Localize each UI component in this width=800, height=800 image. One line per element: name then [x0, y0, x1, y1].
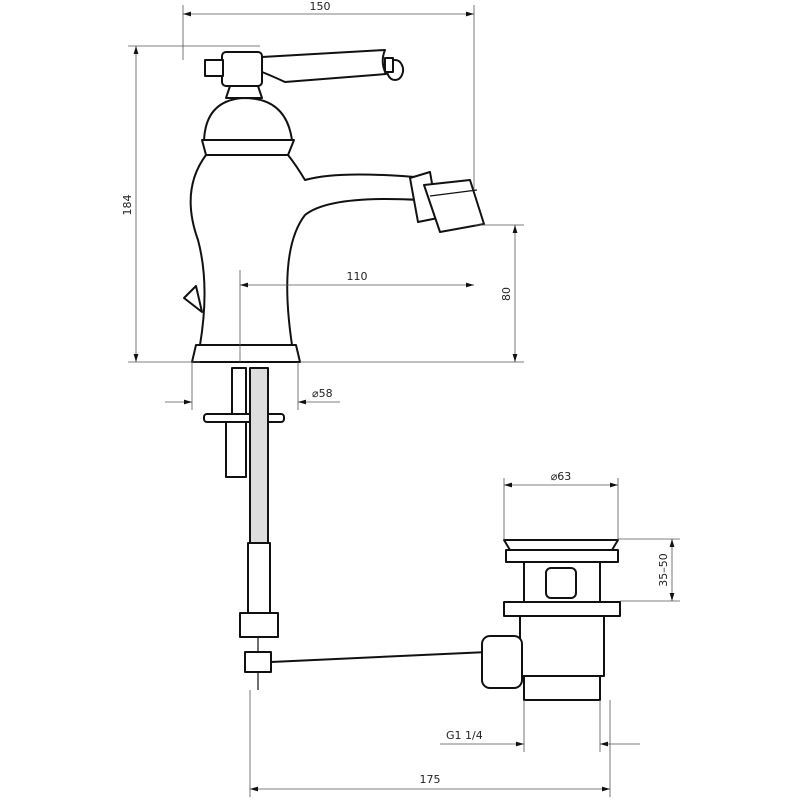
- dim-waste-thread: G1 1/4: [446, 729, 483, 742]
- dim-overall-height: 184: [121, 195, 134, 216]
- base-plate: [191, 344, 301, 363]
- aerator-head: [423, 179, 485, 233]
- dim-overall-width: 150: [310, 0, 331, 13]
- plug-stem: [545, 567, 577, 599]
- waste-thread: [523, 675, 601, 701]
- aerator-line: [429, 189, 478, 197]
- rod-housing-nut: [481, 635, 523, 689]
- pop-up-rod: [225, 421, 247, 478]
- dim-waste-diameter: ⌀63: [551, 470, 572, 483]
- under-deck-parts: [203, 367, 489, 690]
- lever-handle: [261, 49, 387, 83]
- faucet: [183, 49, 485, 363]
- dim-rod-length: 175: [420, 773, 441, 786]
- threaded-stud: [231, 367, 247, 419]
- dimension-lines: [128, 5, 680, 797]
- dim-spout-height: 80: [500, 287, 513, 301]
- waste-plug-cap: [503, 539, 619, 551]
- handle-hub: [221, 51, 263, 87]
- dim-waste-height: 35–50: [657, 553, 670, 587]
- dome-ring: [201, 139, 295, 156]
- handle-collar: [225, 85, 263, 99]
- waste-flange: [505, 549, 619, 563]
- horizontal-rod: [270, 651, 489, 663]
- handle-cap-left: [204, 59, 224, 77]
- rod-clamp: [244, 651, 272, 673]
- body-and-spout: [189, 154, 426, 346]
- dim-spout-reach: 110: [347, 270, 368, 283]
- waste-body: [519, 615, 605, 677]
- handle-ferrule: [384, 57, 394, 73]
- hose-nut: [239, 612, 279, 638]
- fixing-washer: [203, 413, 285, 423]
- flexible-hose: [249, 367, 269, 544]
- pop-up-lever: [183, 285, 203, 313]
- cartridge-dome: [203, 97, 293, 141]
- waste-nut: [503, 601, 621, 617]
- pop-up-waste: [481, 539, 621, 701]
- dim-base-diameter: ⌀58: [312, 387, 333, 400]
- hose-connector: [247, 542, 271, 614]
